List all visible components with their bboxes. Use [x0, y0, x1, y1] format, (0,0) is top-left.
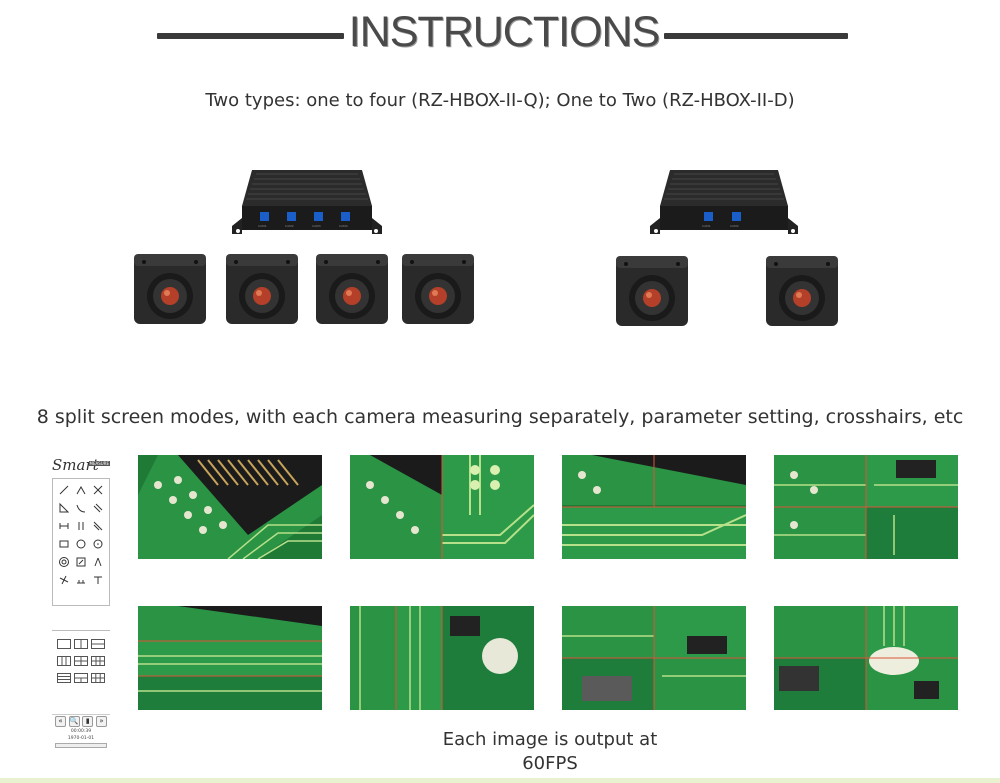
angle-line-icon[interactable] [72, 481, 89, 499]
svg-text:CAM2: CAM2 [730, 224, 739, 228]
svg-text:CAM4: CAM4 [339, 224, 348, 228]
smart-logo: Smart MEASURE [52, 455, 110, 477]
layout-quad-icon[interactable] [72, 669, 89, 686]
triangle-icon[interactable] [55, 499, 72, 517]
toolbar-divider [52, 630, 110, 631]
camera-5 [612, 252, 692, 330]
search-icon[interactable]: 🔍 [68, 716, 80, 727]
camera-2 [222, 250, 302, 328]
layout-2x1-icon[interactable] [72, 635, 89, 652]
measure-tool-panel [52, 478, 110, 606]
fps-caption: Each image is output at 60FPS [442, 729, 658, 774]
layout-2x2-icon[interactable] [72, 652, 89, 669]
camera-6 [762, 252, 842, 330]
playback-panel: « 🔍 ▮ » 00:00:39 1970-01-01 [52, 714, 110, 756]
rectangle-icon[interactable] [55, 535, 72, 553]
layout-3col-icon[interactable] [55, 652, 72, 669]
split-mode-6 [350, 606, 534, 710]
camera-1 [130, 250, 210, 328]
svg-text:CAM2: CAM2 [285, 224, 294, 228]
horizontal-distance-icon[interactable] [55, 517, 72, 535]
product-types-text: Two types: one to four (RZ-HBOX-II-Q); O… [205, 90, 795, 111]
footer-strip [0, 778, 1000, 783]
prev-icon[interactable]: « [55, 716, 66, 727]
layout-grid-icon[interactable] [90, 669, 107, 686]
playback-controls: « 🔍 ▮ » [52, 715, 110, 728]
svg-text:CAM1: CAM1 [258, 224, 267, 228]
split-mode-4 [774, 455, 958, 559]
concentric-icon[interactable] [55, 553, 72, 571]
layout-1x3-icon[interactable] [90, 635, 107, 652]
split-mode-3 [562, 455, 746, 559]
camera-3 [312, 250, 392, 328]
heading-rule-right [664, 33, 848, 39]
layout-3x2-icon[interactable] [90, 652, 107, 669]
quad-hub-device: CAM1 CAM2 CAM3 CAM4 [232, 168, 382, 240]
svg-text:CAM3: CAM3 [312, 224, 321, 228]
camera-4 [398, 250, 478, 328]
date-readout: 1970-01-01 [67, 736, 95, 741]
svg-text:CAM1: CAM1 [702, 224, 711, 228]
vertical-distance-icon[interactable] [72, 517, 89, 535]
time-readout: 00:00:39 [70, 729, 92, 734]
split-mode-5 [138, 606, 322, 710]
ruler-icon[interactable] [72, 553, 89, 571]
save-icon[interactable]: ▮ [82, 716, 94, 727]
logo-tag: MEASURE [88, 461, 110, 466]
diagonal-icon[interactable] [90, 517, 107, 535]
split-mode-8 [774, 606, 958, 710]
progress-bar[interactable] [55, 743, 107, 748]
scale-icon[interactable] [72, 571, 89, 589]
circle-center-icon[interactable] [90, 535, 107, 553]
page-title: INSTRUCTIONS [348, 8, 661, 56]
parallel-icon[interactable] [90, 499, 107, 517]
split-mode-7 [562, 606, 746, 710]
split-mode-1 [138, 455, 322, 559]
split-modes-text: 8 split screen modes, with each camera m… [36, 406, 964, 428]
line-icon[interactable] [55, 481, 72, 499]
layout-wide-icon[interactable] [55, 669, 72, 686]
point-icon[interactable] [90, 481, 107, 499]
section-heading: INSTRUCTIONS [0, 8, 1000, 56]
split-layout-panel [52, 634, 110, 690]
logo-text: Smart [52, 456, 99, 474]
arc-icon[interactable] [72, 499, 89, 517]
compass-icon[interactable] [90, 553, 107, 571]
text-icon[interactable] [90, 571, 107, 589]
cross-icon[interactable] [55, 571, 72, 589]
split-mode-2 [350, 455, 534, 559]
dual-hub-device: CAM1 CAM2 [648, 168, 800, 240]
circle-icon[interactable] [72, 535, 89, 553]
next-icon[interactable]: » [95, 716, 107, 727]
heading-rule-left [157, 33, 344, 39]
layout-1x2-icon[interactable] [55, 635, 72, 652]
